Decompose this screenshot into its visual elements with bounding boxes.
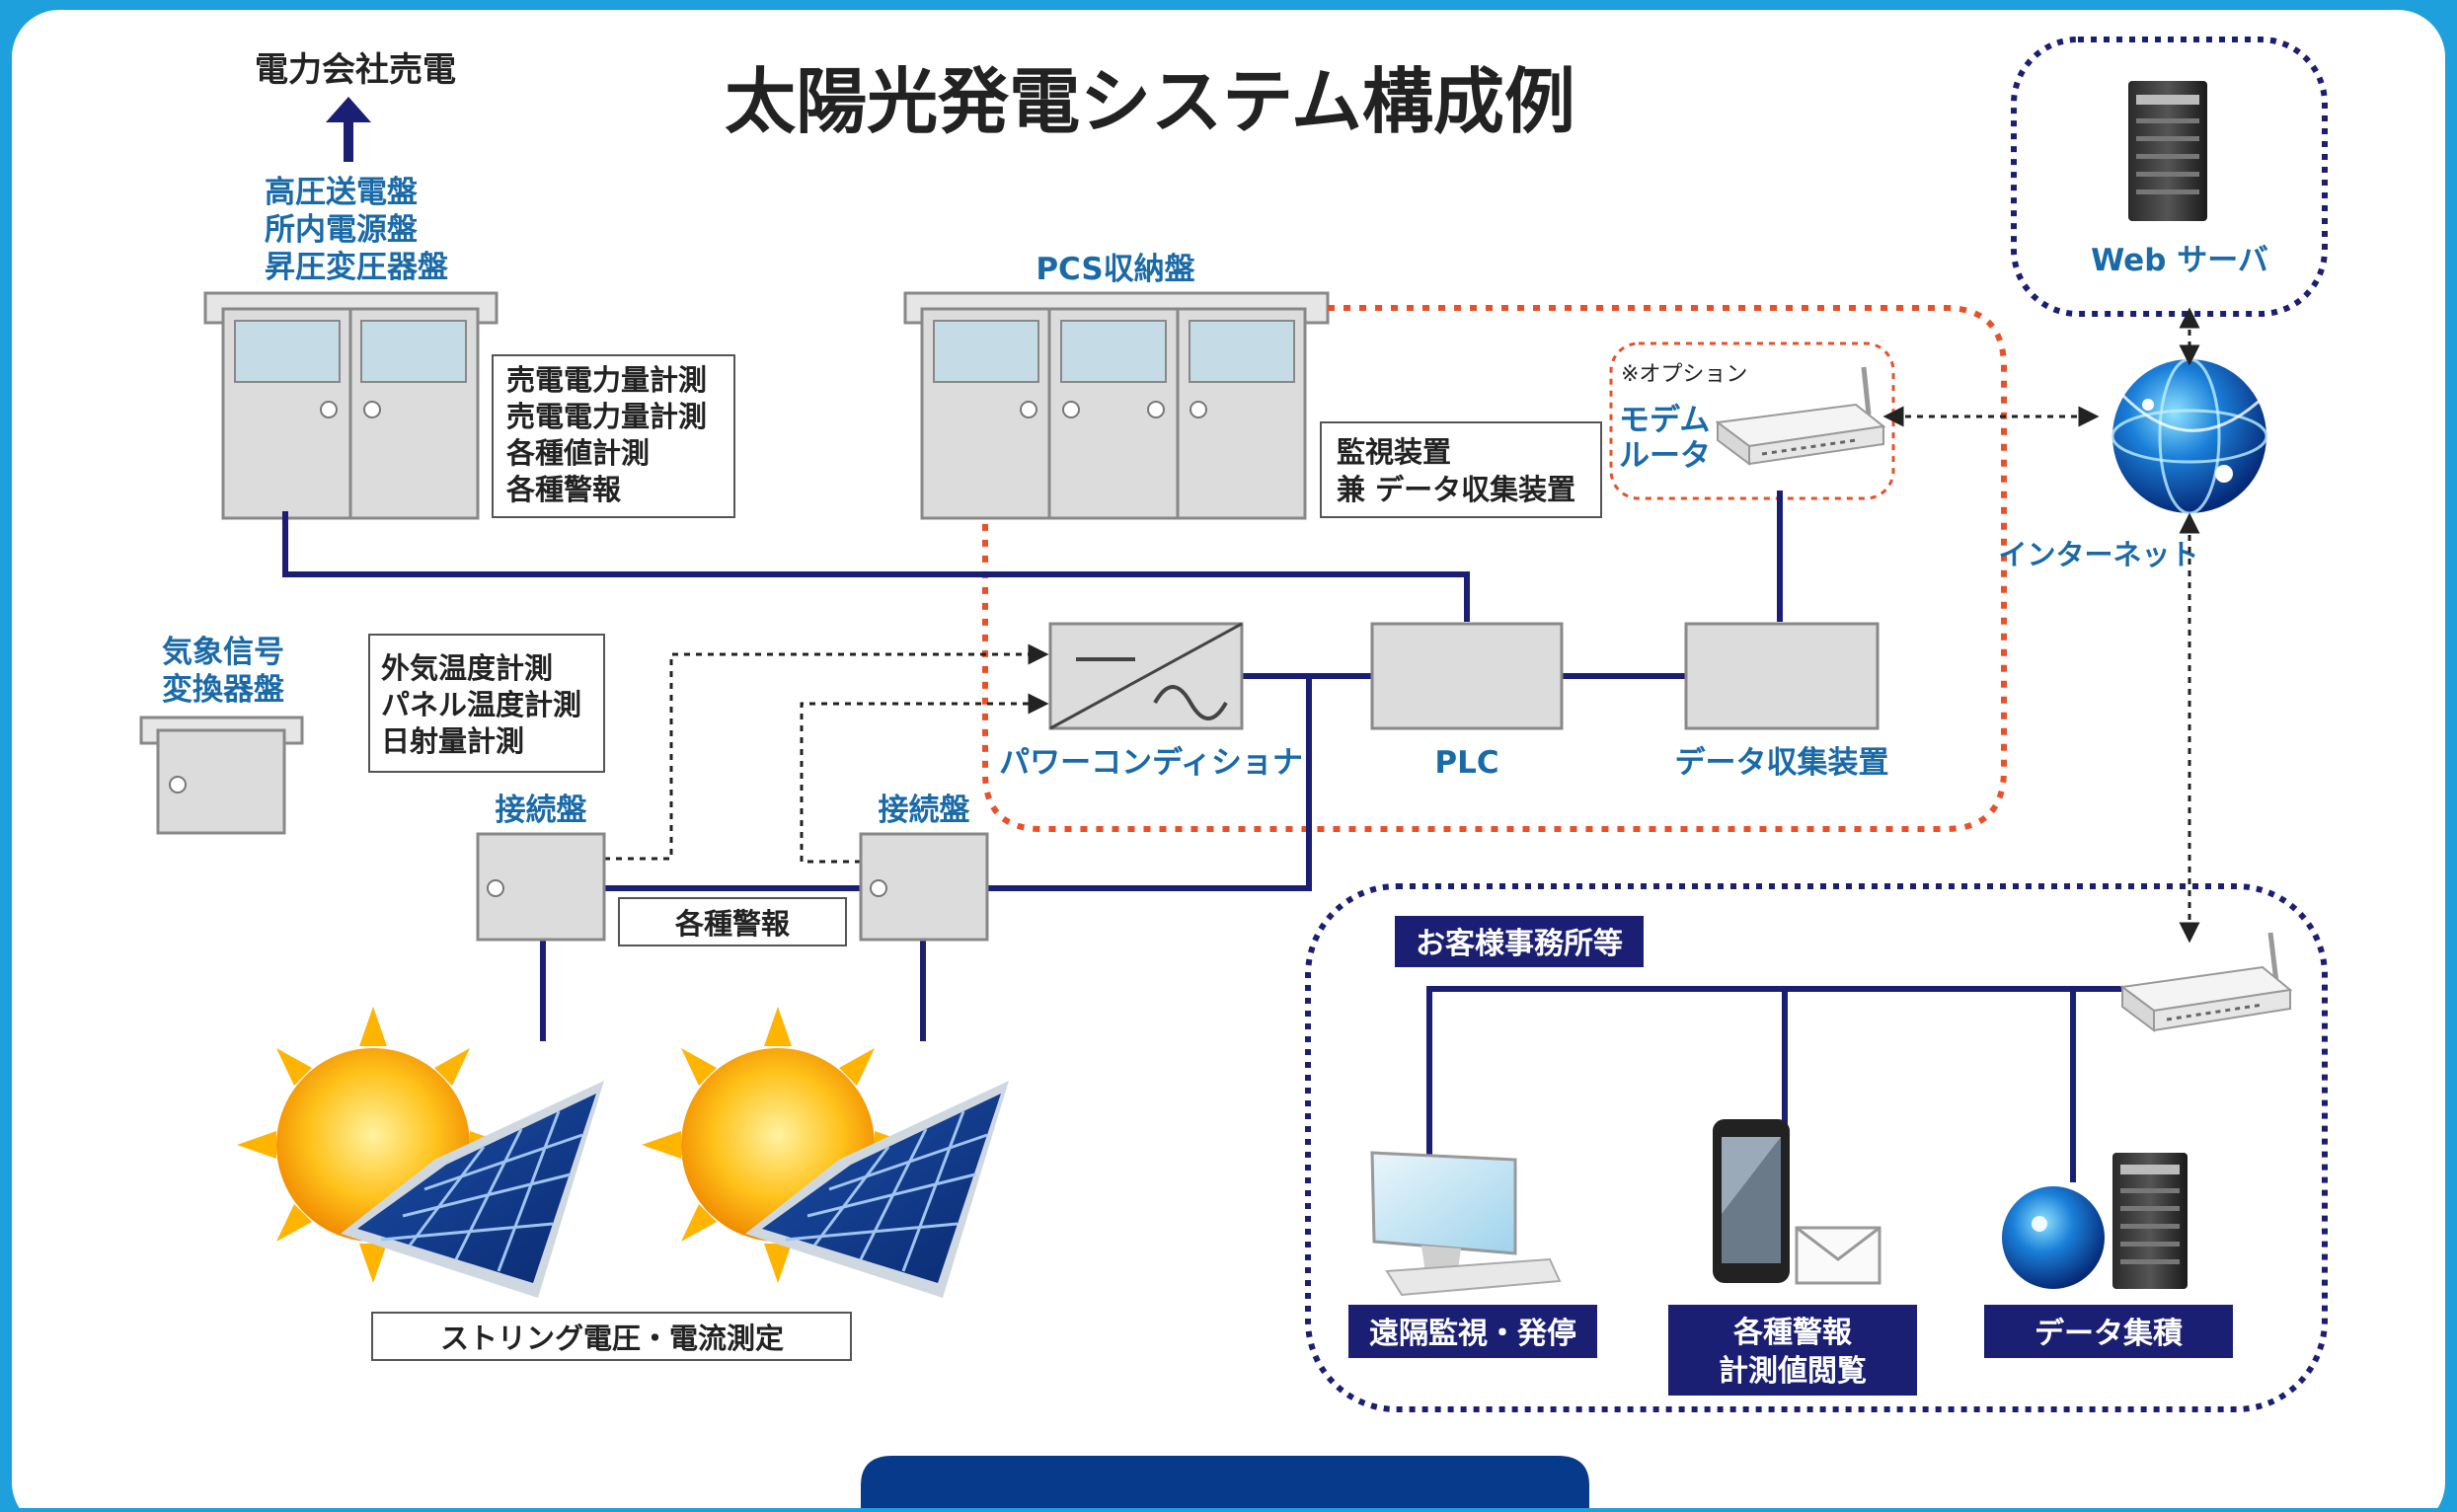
junction-box-1-label: 接続盤 bbox=[496, 793, 587, 828]
mail-icon bbox=[1795, 1226, 1881, 1285]
monitoring-device-box: 監視装置 兼 データ収集装置 bbox=[1320, 421, 1602, 518]
smartphone-icon bbox=[1713, 1119, 1790, 1283]
hv-measurement-1: 売電電力量計測 bbox=[506, 363, 707, 397]
pcs-panel-cabinet bbox=[903, 291, 1330, 520]
weather-measurement-1: 外気温度計測 bbox=[381, 651, 553, 685]
solar-panel-icon bbox=[745, 1081, 1009, 1298]
hv-measurements-box: 売電電力量計測 売電電力量計測 各種値計測 各種警報 bbox=[492, 354, 735, 518]
weather-panel-label-2: 変換器盤 bbox=[162, 672, 284, 708]
client-office-title-bg bbox=[1395, 916, 1644, 967]
weather-measurement-2: パネル温度計測 bbox=[381, 688, 581, 721]
alarm-view-label-2: 計測値閲覧 bbox=[1719, 1354, 1867, 1389]
power-conditioner-unit bbox=[1048, 622, 1244, 730]
hv-panel-label-3: 昇圧変圧器盤 bbox=[265, 250, 448, 285]
data-accumulation-label: データ集積 bbox=[2035, 1317, 2183, 1351]
weather-panel-cabinet bbox=[139, 716, 304, 835]
alarms-label: 各種警報 bbox=[674, 907, 791, 941]
remote-monitor-label: 遠隔監視・発停 bbox=[1369, 1317, 1576, 1351]
sell-to-utility-label: 電力会社売電 bbox=[255, 50, 456, 90]
up-arrow-icon bbox=[326, 97, 371, 162]
monitoring-device-line-2: 兼 データ収集装置 bbox=[1337, 473, 1575, 506]
plc-label: PLC bbox=[1434, 745, 1498, 781]
router-icon bbox=[1715, 366, 1886, 466]
string-measure-label: ストリング電圧・電流測定 bbox=[440, 1322, 784, 1355]
weather-measurement-3: 日射量計測 bbox=[381, 724, 524, 758]
solar-panel-icon bbox=[341, 1081, 604, 1298]
hv-panel-label-1: 高圧送電盤 bbox=[265, 175, 418, 210]
modem-label: モデム bbox=[1619, 403, 1710, 438]
remote-monitor-label-bg bbox=[1348, 1305, 1597, 1358]
junction-box-2-label: 接続盤 bbox=[879, 793, 970, 828]
router-label: ルータ bbox=[1619, 438, 1711, 474]
pcs-panel-label: PCS収納盤 bbox=[1036, 252, 1194, 287]
router-icon bbox=[2119, 932, 2293, 1032]
power-conditioner-label: パワーコンディショナ bbox=[999, 745, 1303, 781]
globe-icon bbox=[2111, 357, 2268, 515]
client-office-title: お客様事務所等 bbox=[1416, 927, 1623, 961]
alarm-view-label-1: 各種警報 bbox=[1732, 1316, 1853, 1350]
hv-measurement-3: 各種値計測 bbox=[505, 436, 650, 470]
monitoring-device-line-1: 監視装置 bbox=[1337, 435, 1451, 469]
alarms-box: 各種警報 bbox=[618, 897, 847, 946]
internet-label: インターネット bbox=[1998, 538, 2198, 571]
bottom-tab bbox=[861, 1456, 1589, 1508]
hv-panel-label-2: 所内電源盤 bbox=[265, 212, 418, 248]
page-title: 太陽光発電システム構成例 bbox=[725, 60, 1575, 143]
data-collector-label: データ収集装置 bbox=[1675, 745, 1889, 781]
globe-icon bbox=[2002, 1186, 2105, 1289]
monitor-icon bbox=[1370, 1151, 1562, 1297]
web-server-outline bbox=[2011, 37, 2328, 317]
alarm-view-label-bg bbox=[1668, 1305, 1917, 1396]
sensor-links bbox=[604, 643, 1049, 864]
weather-measurements-box: 外気温度計測 パネル温度計測 日射量計測 bbox=[368, 634, 605, 773]
junction-box-2 bbox=[859, 832, 989, 942]
data-accumulation-label-bg bbox=[1984, 1305, 2233, 1358]
option-note: ※オプション bbox=[1621, 362, 1747, 387]
hv-panel-cabinet bbox=[203, 291, 499, 520]
power-lines bbox=[282, 491, 1783, 1041]
junction-box-1 bbox=[476, 832, 606, 942]
office-lan bbox=[1426, 986, 2122, 1182]
plc-unit bbox=[1370, 622, 1564, 730]
hv-measurement-2: 売電電力量計測 bbox=[506, 400, 707, 433]
hv-measurement-4: 各種警報 bbox=[505, 473, 622, 506]
server-icon bbox=[2112, 1153, 2188, 1289]
data-collector-unit bbox=[1684, 622, 1880, 730]
weather-panel-label-1: 気象信号 bbox=[162, 635, 284, 670]
string-measure-box: ストリング電圧・電流測定 bbox=[371, 1312, 852, 1361]
web-server-label: Web サーバ bbox=[2091, 243, 2268, 278]
web-server-icon bbox=[2128, 81, 2207, 221]
